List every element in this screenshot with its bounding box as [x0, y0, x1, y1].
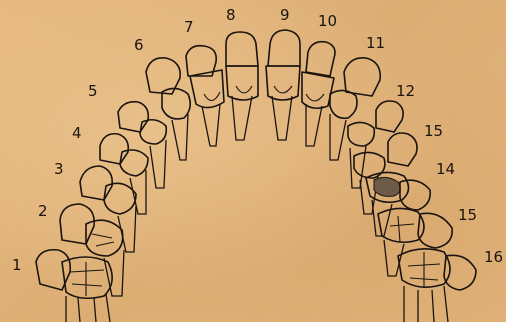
tooth-number-5: 5: [88, 84, 98, 99]
tooth-number-14: 14: [436, 162, 455, 177]
tooth-number-11: 11: [366, 36, 385, 51]
tooth-number-2: 2: [38, 204, 48, 219]
tooth-number-15: 15: [458, 208, 477, 223]
tooth-number-7: 7: [184, 20, 194, 35]
tooth-number-1: 1: [12, 258, 22, 273]
tooth-number-8: 8: [226, 8, 236, 23]
tooth-number-13: 15: [424, 124, 443, 139]
tooth-number-4: 4: [72, 126, 82, 141]
tooth-number-12: 12: [396, 84, 415, 99]
tooth-number-10: 10: [318, 14, 337, 29]
front-incisors: [186, 30, 335, 146]
tooth-number-16: 16: [484, 250, 503, 265]
tooth-number-6: 6: [134, 38, 144, 53]
left-canine-premolars: [36, 58, 190, 322]
tooth-number-3: 3: [54, 162, 64, 177]
tooth-number-9: 9: [280, 8, 290, 23]
